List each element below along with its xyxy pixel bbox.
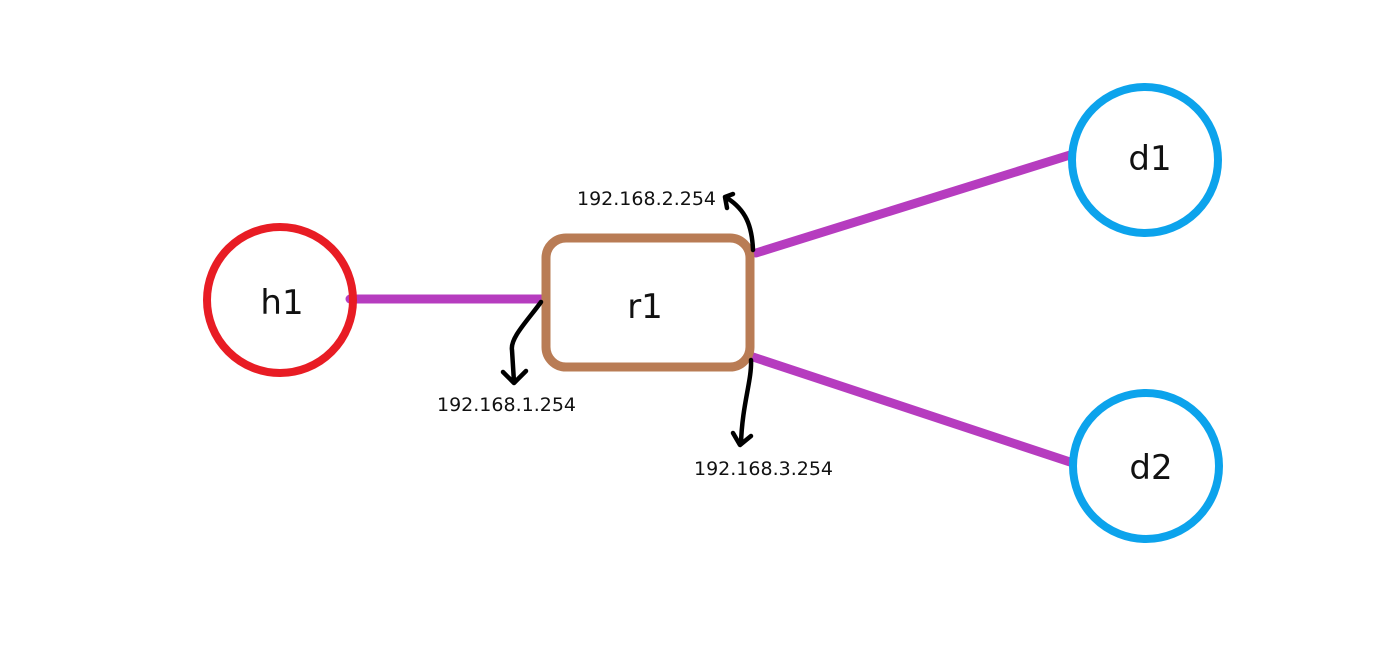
arrow-r1-h1-interface bbox=[500, 299, 544, 386]
arrow-r1-h1-head bbox=[500, 368, 529, 386]
node-d2: d2 bbox=[1069, 389, 1223, 543]
node-d1-label: d1 bbox=[1128, 139, 1171, 179]
node-d1-circle bbox=[1068, 83, 1222, 237]
arrow-r1-d1-interface bbox=[722, 191, 756, 253]
ip-label-r1-d2: 192.168.3.254 bbox=[694, 458, 833, 480]
node-r1-box bbox=[541, 233, 755, 372]
arrow-r1-d1-shaft bbox=[724, 195, 756, 253]
arrow-r1-h1-shaft bbox=[509, 299, 544, 385]
arrow-r1-d1-head bbox=[722, 191, 736, 211]
node-d2-label: d2 bbox=[1129, 448, 1172, 488]
node-h1-label: h1 bbox=[260, 283, 303, 323]
link-r1-d2 bbox=[745, 351, 1075, 467]
node-r1: r1 bbox=[541, 233, 755, 372]
node-d1: d1 bbox=[1068, 83, 1222, 237]
node-h1: h1 bbox=[203, 223, 357, 377]
arrow-r1-d2-interface bbox=[730, 357, 754, 448]
node-h1-circle bbox=[203, 223, 357, 377]
node-d2-circle bbox=[1069, 389, 1223, 543]
ip-label-r1-d1: 192.168.2.254 bbox=[577, 188, 716, 210]
link-r1-d1 bbox=[751, 150, 1075, 258]
arrow-r1-d2-shaft bbox=[738, 357, 754, 447]
arrow-r1-d2-head bbox=[730, 430, 754, 448]
ip-label-r1-h1: 192.168.1.254 bbox=[437, 394, 576, 416]
node-r1-label: r1 bbox=[627, 287, 663, 327]
